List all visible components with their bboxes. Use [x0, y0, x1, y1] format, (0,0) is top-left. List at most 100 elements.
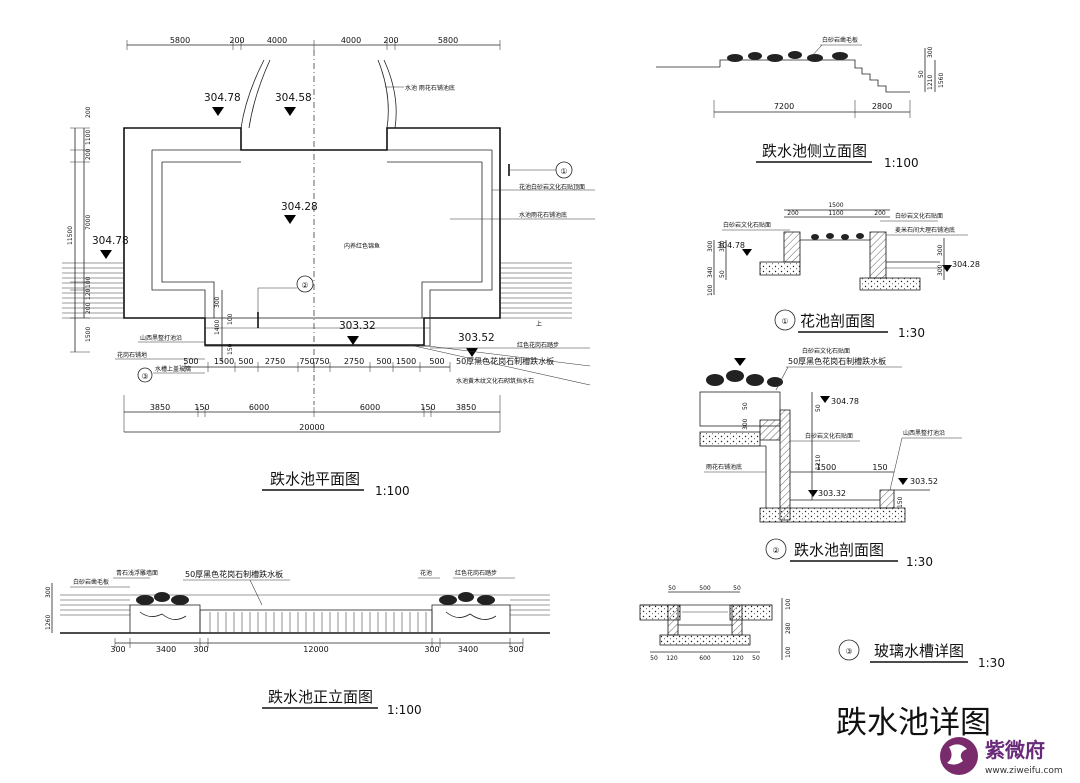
plan-stair-up-label: 上	[536, 320, 542, 328]
section3-bottom-dim: 50	[752, 655, 760, 662]
section3-right-dim: 280	[785, 622, 792, 634]
callout-circle-1	[555, 161, 573, 179]
front-elevation-drawing: 青石浅浮雕墙面 白砂岩凿毛板 50厚黑色花岗石制槽跌水板 花池 红色花岗石踏步 …	[45, 569, 550, 717]
section2-dim: 300	[742, 418, 749, 430]
section2-level: 303.32	[818, 489, 846, 498]
section-2-drawing: 白砂岩文化石贴面 50厚黑色花岗石制槽跌水板 白砂岩文化石贴面 山西黑整打池沿 …	[699, 347, 962, 569]
section1-note: 白砂岩文化石贴面	[723, 221, 771, 229]
section1-level: 304.28	[952, 260, 980, 269]
plan-bottom-dim-2: 150	[194, 403, 209, 412]
section3-scale: 1:30	[978, 656, 1005, 670]
side-right-dim: 50	[918, 70, 925, 78]
section2-callout-circle	[765, 538, 787, 560]
side-bottom-dim: 7200	[774, 102, 794, 111]
plan-bottom-dim-2: 6000	[249, 403, 269, 412]
section1-scale: 1:30	[898, 326, 925, 340]
side-elevation-scale: 1:100	[884, 156, 919, 170]
front-left-dim: 1260	[45, 615, 52, 630]
section1-callout-circle	[774, 309, 796, 331]
front-bottom-dim: 3400	[156, 645, 176, 654]
side-elevation-drawing: 白砂岩凿毛板 300 1210 1560 50 7200 2800 跌水池侧立面…	[656, 36, 945, 170]
plan-note: 水槽上盖玻璃	[155, 365, 191, 373]
front-note: 50厚黑色花岗石制槽跌水板	[185, 569, 283, 579]
callout-2-text: ②	[301, 281, 308, 290]
section1-side-dim: 300	[719, 240, 726, 252]
plan-level: 303.52	[458, 332, 495, 344]
front-note: 花池	[420, 569, 432, 577]
level-marker-icon	[898, 478, 908, 485]
section3-bottom-dim: 120	[732, 655, 744, 662]
plan-top-dim: 5800	[170, 36, 190, 45]
plan-left-dim: 1100	[85, 130, 92, 145]
section2-title: 跌水池剖面图	[794, 541, 884, 559]
section2-level: 304.78	[831, 397, 859, 406]
front-elevation-scale: 1:100	[387, 703, 422, 717]
plan-left-dim: 200	[85, 106, 92, 118]
section1-side-dim: 340	[707, 266, 714, 278]
plan-note: 花岗石铺地	[117, 351, 147, 359]
front-bottom-dim: 12000	[303, 645, 328, 654]
section1-top-dim: 1100	[828, 210, 843, 217]
plan-bottom-dim: 1500	[396, 357, 416, 366]
plan-top-dim: 5800	[438, 36, 458, 45]
section1-top-dim: 200	[787, 210, 799, 217]
plan-bottom-dim: 750	[299, 357, 314, 366]
plan-mid-dim: 300	[214, 296, 221, 308]
plan-level: 303.32	[339, 320, 376, 332]
front-note: 红色花岗石踏步	[455, 569, 497, 577]
front-bottom-dim: 300	[424, 645, 439, 654]
section3-top-dim: 50	[668, 585, 676, 592]
plan-total-dim: 20000	[299, 423, 324, 432]
section3-title: 玻璃水槽详图	[874, 642, 964, 660]
level-marker-icon	[942, 265, 952, 272]
plan-mid-dim: 150	[227, 343, 234, 355]
section1-side-dim: 300	[937, 264, 944, 276]
section3-bottom-dim: 120	[666, 655, 678, 662]
plan-bottom-dim-2: 150	[420, 403, 435, 412]
plan-left-dim: 200	[85, 302, 92, 314]
section2-note: 白砂岩文化石贴面	[805, 432, 853, 440]
section2-dim: 1500	[816, 463, 836, 472]
plan-right-stair	[500, 262, 572, 319]
plan-scale: 1:100	[375, 484, 410, 498]
plan-note: 内养红色锦鱼	[344, 242, 380, 250]
front-note: 青石浅浮雕墙面	[116, 569, 158, 577]
front-bottom-dim: 3400	[458, 645, 478, 654]
section2-note: 山西黑整打池沿	[903, 429, 945, 437]
plan-note: 50厚黑色花岗石制槽跌水板	[456, 356, 554, 366]
section-3-drawing: 50 500 50 50 120 600 120 50 100 280 100 …	[639, 585, 1005, 670]
side-right-dim: 1560	[938, 73, 945, 88]
plan-note: 山西黑整打池沿	[140, 334, 182, 342]
front-bottom-dim: 300	[193, 645, 208, 654]
section1-note: 麦米石间大理石铺池底	[895, 226, 955, 234]
plan-top-dim: 200	[383, 36, 398, 45]
plan-drawing: 5800 200 4000 4000 200 5800	[62, 36, 595, 498]
section2-callout-text: ②	[772, 546, 779, 555]
section3-top-dim: 50	[733, 585, 741, 592]
callout-circle-3	[137, 367, 153, 383]
plan-bottom-dim: 750	[314, 357, 329, 366]
plan-left-stair	[62, 262, 124, 319]
plan-bottom-dim: 500	[376, 357, 391, 366]
section3-callout-circle	[838, 639, 860, 661]
section1-title: 花池剖面图	[800, 312, 875, 330]
section2-note: 50厚黑色花岗石制槽跌水板	[788, 356, 886, 366]
section2-dim: 50	[742, 402, 749, 410]
plan-bottom-dim: 1500	[214, 357, 234, 366]
section1-side-dim: 300	[707, 240, 714, 252]
level-marker-icon	[284, 107, 296, 116]
plan-level: 304.58	[275, 92, 312, 104]
section2-dim: 50	[815, 404, 822, 412]
plan-bottom-dim-2: 6000	[360, 403, 380, 412]
section1-level: 304.78	[717, 241, 745, 250]
callout-circle-2	[296, 275, 314, 293]
level-marker-icon	[808, 490, 818, 497]
section1-top-dim: 200	[874, 210, 886, 217]
plan-top-dim: 4000	[341, 36, 361, 45]
callout-3-text: ③	[141, 372, 148, 381]
plan-bottom-dim: 500	[238, 357, 253, 366]
side-bottom-dim: 2800	[872, 102, 892, 111]
front-elevation-title: 跌水池正立面图	[268, 688, 373, 706]
plan-left-dim: 11500	[67, 226, 74, 245]
